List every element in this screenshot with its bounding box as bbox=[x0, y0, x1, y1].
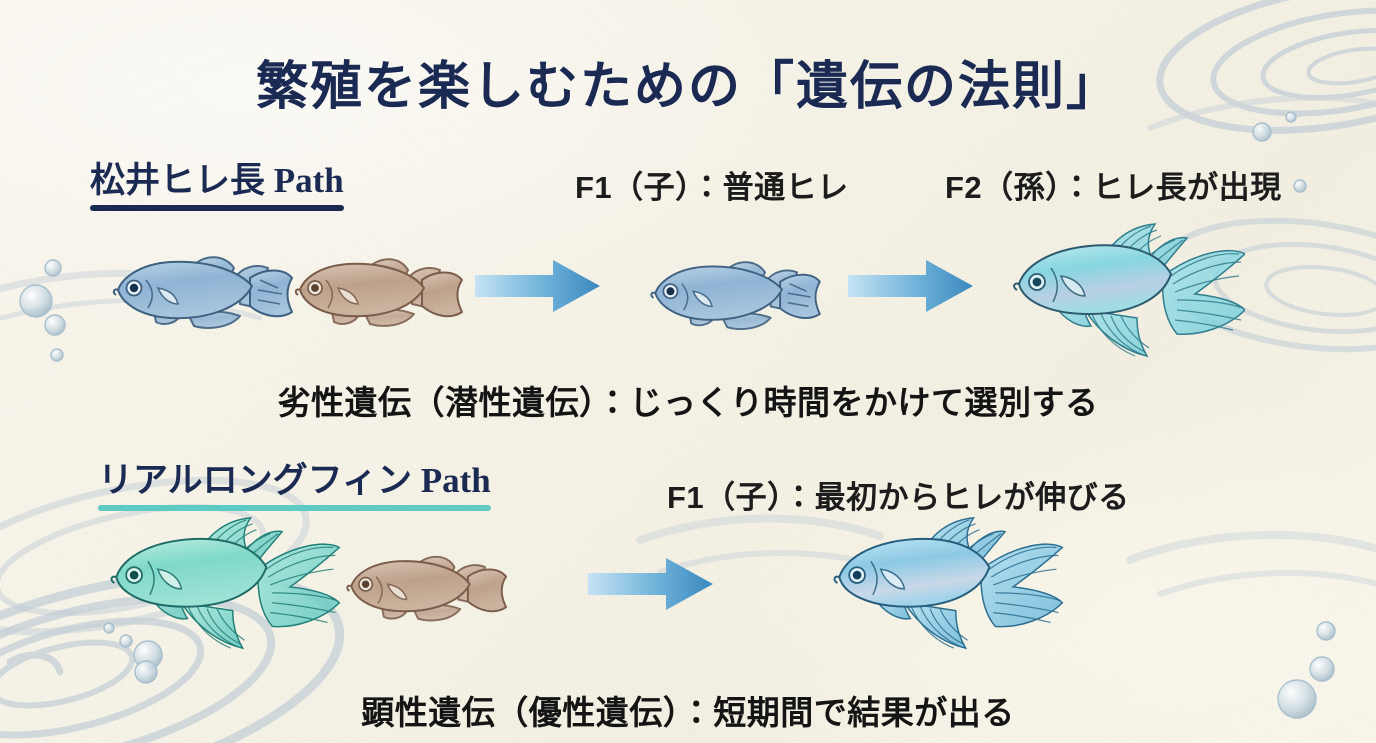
section-matsui-path-text: 松井ヒレ長 Path bbox=[90, 161, 344, 200]
rlf-arrow-parents-to-f1 bbox=[588, 558, 713, 610]
rlf-caption: 顕性遺伝（優性遺伝）：短期間で結果が出る bbox=[361, 694, 1015, 731]
section-matsui-path-label: 松井ヒレ長 Path bbox=[90, 152, 344, 211]
matsui-arrow-f1-to-f2 bbox=[848, 260, 973, 312]
matsui-f1-blue-short-fin bbox=[650, 261, 821, 330]
matsui-parent-brown-short-fin bbox=[294, 258, 463, 327]
matsui-caption: 劣性遺伝（潜性遺伝）：じっくり時間をかけて選別する bbox=[277, 384, 1099, 421]
section-rlf-underline bbox=[98, 505, 491, 511]
section-matsui-underline bbox=[90, 205, 344, 211]
matsui-f2-label: F2（孫）：ヒレ長が出現 bbox=[945, 170, 1282, 205]
section-rlf-path-text: リアルロングフィン Path bbox=[98, 461, 491, 500]
matsui-parent-blue-short-fin bbox=[112, 256, 293, 329]
rlf-parent-teal-long-fin bbox=[110, 517, 341, 650]
page-title: 繁殖を楽しむための「遺伝の法則」 bbox=[255, 59, 1120, 116]
matsui-f2-cyan-long-fin bbox=[1013, 223, 1245, 358]
section-rlf-path-label: リアルロングフィン Path bbox=[98, 452, 491, 511]
rlf-f1-label: F1（子）：最初からヒレが伸びる bbox=[667, 480, 1130, 515]
rlf-parent-brown-short-fin bbox=[346, 555, 508, 622]
matsui-arrow-parents-to-f1 bbox=[475, 260, 600, 312]
matsui-f1-label: F1（子）：普通ヒレ bbox=[575, 170, 849, 205]
rlf-f1-blue-long-fin bbox=[833, 517, 1064, 650]
